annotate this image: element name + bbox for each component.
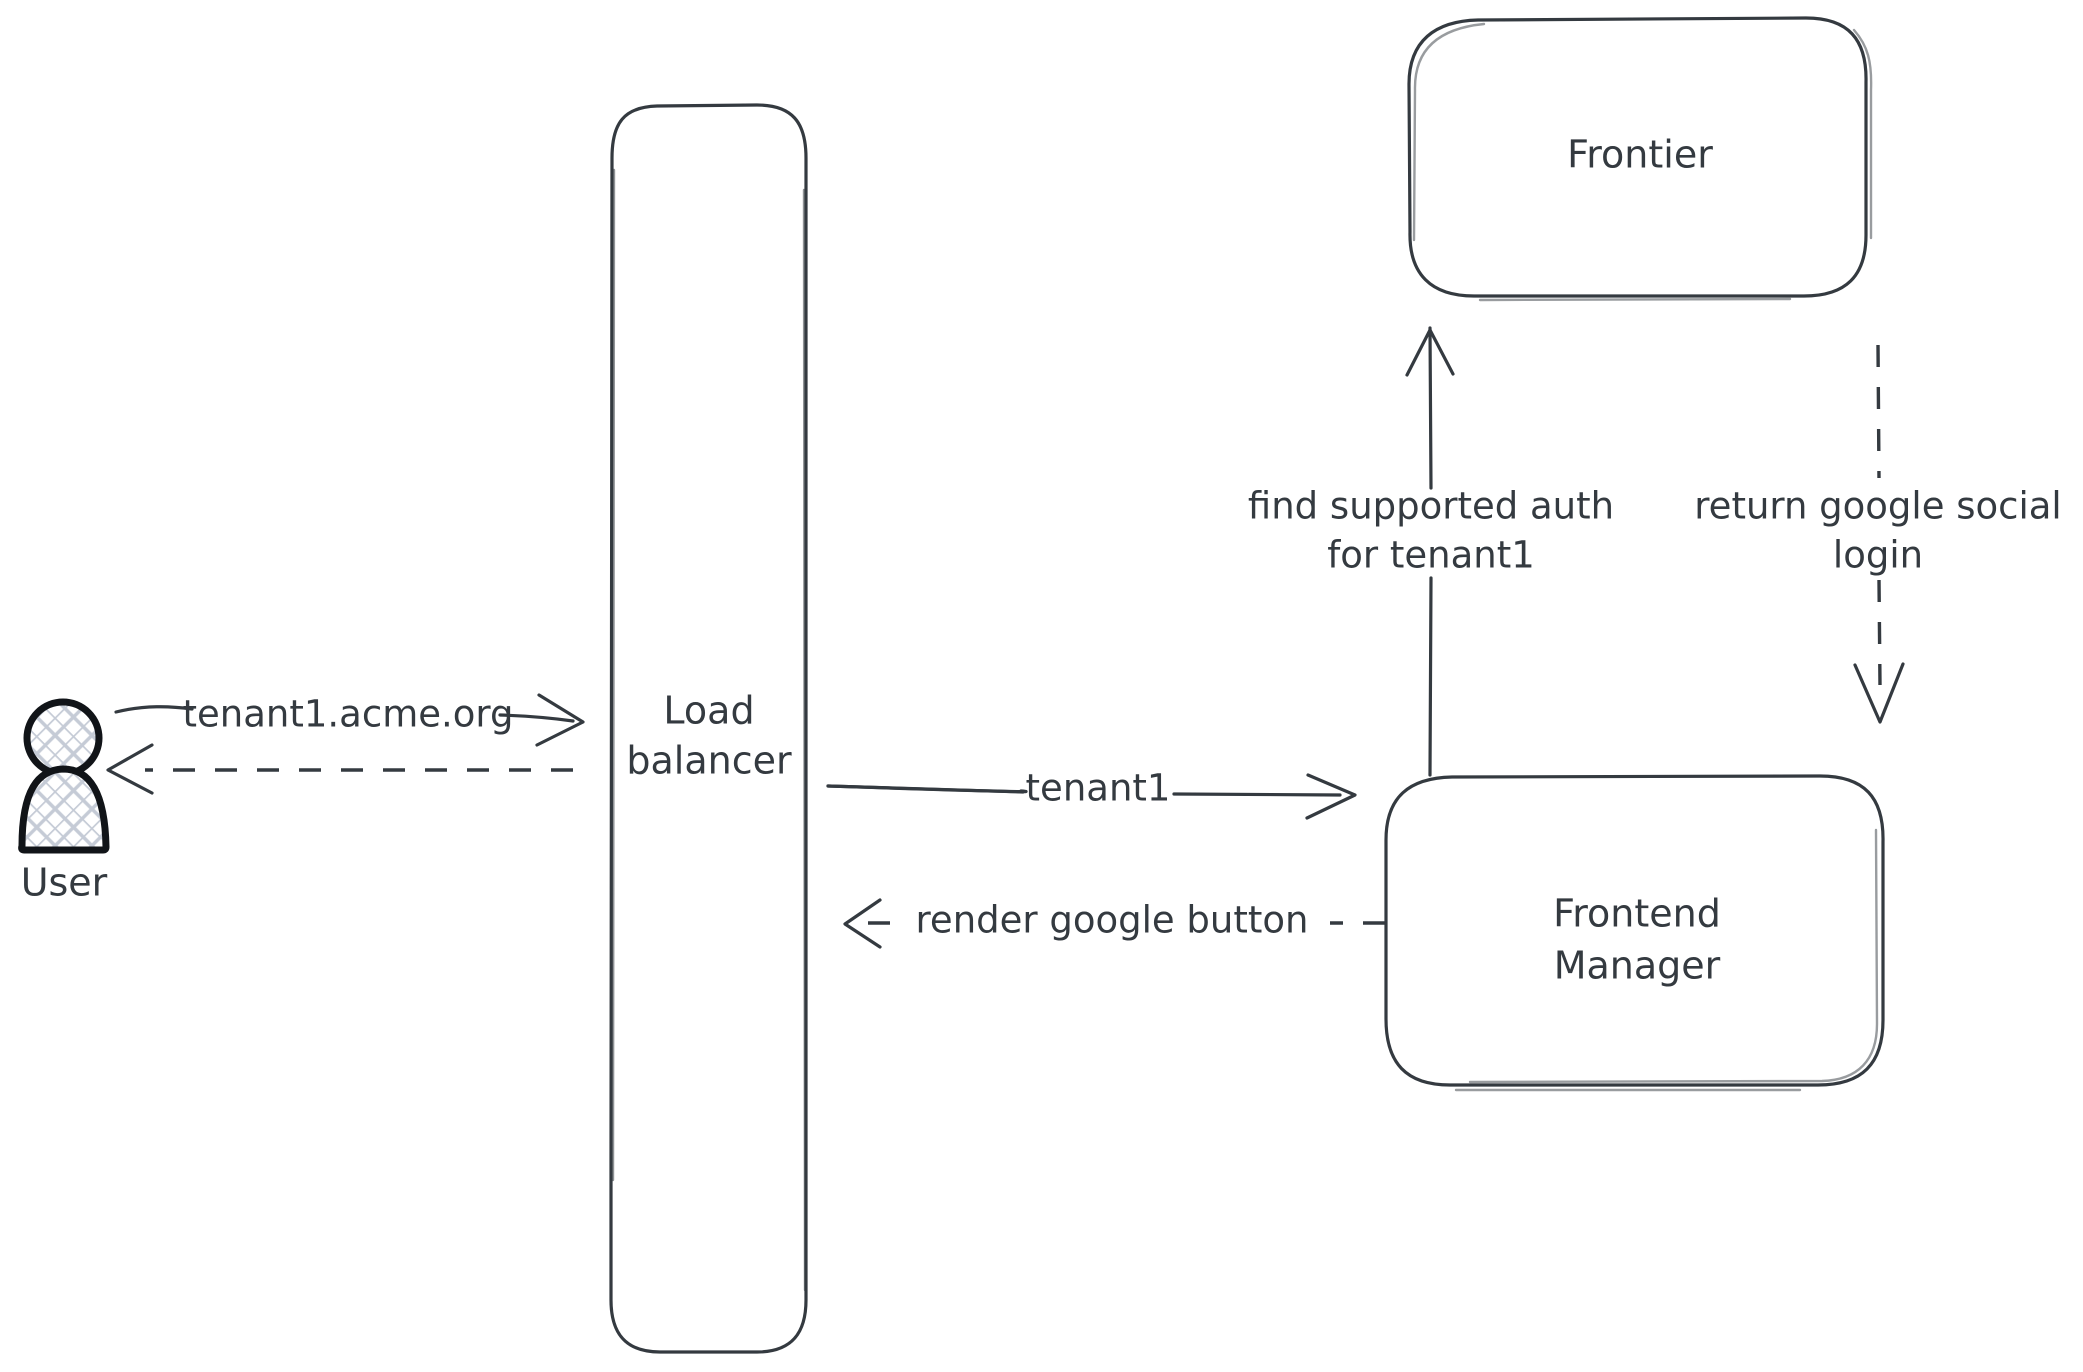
user-body-icon (18, 765, 110, 854)
edge-lb-to-fm-line-right (1172, 792, 1342, 797)
edge-fm-to-frontier-line-lower (1428, 576, 1433, 777)
edge-lb-to-user-arrowhead (106, 743, 154, 795)
actor-user-label: User (21, 861, 108, 905)
edge-user-to-load-balancer: tenant1.acme.org (114, 693, 585, 747)
frontend-manager-label-line2: Manager (1554, 944, 1721, 988)
edge-frontier-to-fm-arrowhead (1853, 662, 1905, 724)
user-head-icon (23, 698, 103, 778)
edge-user-to-lb-label: tenant1.acme.org (183, 693, 514, 736)
frontier-label: Frontier (1567, 133, 1713, 177)
edge-fm-to-frontier-line-upper (1428, 326, 1433, 490)
edge-user-to-lb-arrowhead (535, 693, 585, 747)
edge-user-to-lb-line-right (498, 713, 575, 723)
edge-lb-to-fm-label: tenant1 (1026, 767, 1171, 810)
load-balancer-label-line1: Load (663, 689, 754, 733)
edge-load-balancer-to-user (106, 743, 573, 795)
edge-lb-to-fm-line-left2 (826, 784, 1025, 794)
node-frontier[interactable]: Frontier (1407, 16, 1873, 302)
edge-fm-to-frontier-label-line2: for tenant1 (1327, 534, 1535, 577)
frontier-box-outline (1407, 16, 1868, 298)
load-balancer-box-sketch-overlay (611, 168, 807, 1292)
edge-frontier-to-frontend-manager: return google social login (1694, 344, 2062, 724)
edge-lb-to-fm-arrowhead (1305, 773, 1357, 820)
load-balancer-label-line2: balancer (626, 739, 792, 783)
edge-frontier-to-fm-label-line2: login (1833, 534, 1923, 577)
node-load-balancer[interactable]: Load balancer (609, 103, 808, 1354)
frontier-box-sketch-overlay (1412, 22, 1873, 302)
edge-frontend-manager-to-frontier: find supported auth for tenant1 (1248, 326, 1614, 777)
edge-fm-to-frontier-label-line1: find supported auth (1248, 485, 1614, 528)
edge-user-to-lb-line-left (114, 705, 194, 714)
edge-frontier-to-fm-line-lower (1877, 579, 1882, 686)
edge-load-balancer-to-frontend-manager: tenant1 (826, 767, 1357, 820)
node-frontend-manager[interactable]: Frontend Manager (1384, 774, 1885, 1092)
edge-fm-to-frontier-arrowhead (1405, 328, 1455, 377)
edge-frontier-to-fm-label-line1: return google social (1694, 485, 2061, 528)
frontend-manager-label-line1: Frontend (1553, 892, 1721, 936)
edge-frontier-to-fm-line-upper (1876, 344, 1881, 479)
edge-frontend-manager-to-load-balancer: render google button (843, 898, 1385, 949)
edge-fm-to-lb-label: render google button (916, 899, 1309, 942)
load-balancer-box-outline (609, 103, 808, 1354)
frontend-manager-box-sketch-overlay (1454, 828, 1879, 1092)
actor-user: User (18, 698, 110, 905)
edge-fm-to-lb-arrowhead (843, 898, 882, 949)
frontend-manager-box-outline (1384, 774, 1885, 1087)
